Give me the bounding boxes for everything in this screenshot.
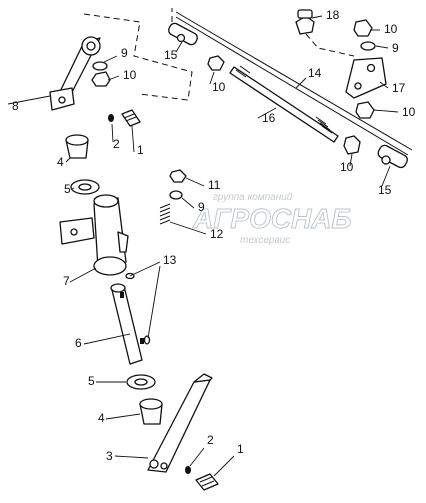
part-callout-c5-bottom: 5: [88, 374, 95, 388]
part-callout-c10-tr: 10: [384, 22, 398, 36]
part-callout-c12: 12: [210, 227, 224, 241]
part-callout-c4-top: 4: [57, 155, 64, 169]
part-callout-c10-left: 10: [123, 68, 137, 82]
screw-1-washer-2-upper: [108, 109, 141, 127]
fasteners-upper: [207, 9, 376, 155]
part-callout-c10-r: 10: [402, 105, 416, 119]
part-callout-c3: 3: [106, 449, 113, 463]
screw-1-washer-2-lower: [185, 466, 219, 491]
part-callout-c9-left: 9: [121, 46, 128, 60]
watermark-main: АГРОСНАБ: [192, 203, 351, 234]
part-callout-c2-bottom: 2: [207, 433, 214, 447]
tube-bracket-7: [59, 194, 129, 276]
part-number-callouts: 1245765432189101510181091417101610151191…: [12, 8, 416, 463]
part-callout-c7: 7: [63, 274, 70, 288]
part-callout-c15-bottom: 15: [378, 183, 392, 197]
part-callout-c18: 18: [326, 8, 340, 22]
part-callout-c10-low: 10: [340, 160, 354, 174]
part-callout-c6: 6: [75, 336, 82, 350]
part-callout-c4-bottom: 4: [98, 411, 105, 425]
part-callout-c1-bottom: 1: [237, 442, 244, 456]
part-callout-c5-top: 5: [64, 182, 71, 196]
part-callout-c17: 17: [392, 81, 406, 95]
assembly-boundary-lines: [83, 8, 355, 101]
part-callout-c14: 14: [308, 66, 322, 80]
watermark-sub: техсервис: [240, 235, 290, 246]
link-rod-14: [168, 11, 413, 156]
part-callout-c8: 8: [12, 99, 19, 113]
spring-12-assembly: [159, 169, 187, 225]
bracket-17: [345, 57, 387, 99]
part-callout-c15-top: 15: [164, 48, 178, 62]
part-callout-c9-mid: 9: [198, 200, 205, 214]
watermark: группа компаний АГРОСНАБ техсервис: [192, 192, 352, 246]
part-callout-c1-top: 1: [137, 143, 144, 157]
part-callout-c11: 11: [208, 178, 221, 192]
part-callout-c16: 16: [262, 111, 276, 125]
rod-end-15-lower: [377, 144, 408, 169]
bushing-4-washer-5-lower: [126, 374, 163, 425]
lever-8: [49, 36, 111, 111]
bushing-4-washer-5-upper: [65, 134, 100, 195]
leader-lines: [7, 15, 399, 477]
watermark-top-line: группа компаний: [213, 192, 293, 203]
part-callout-c9-tr: 9: [392, 41, 399, 55]
part-callout-c13: 13: [163, 253, 177, 267]
dashed-boundary-left: [83, 13, 193, 101]
shaft-6: [110, 272, 151, 365]
lever-3: [147, 373, 213, 473]
dashed-boundary-right: [305, 33, 355, 57]
part-callout-c10-mid: 10: [212, 80, 226, 94]
threaded-rod-16: [229, 65, 339, 143]
part-callout-c2-top: 2: [113, 137, 120, 151]
